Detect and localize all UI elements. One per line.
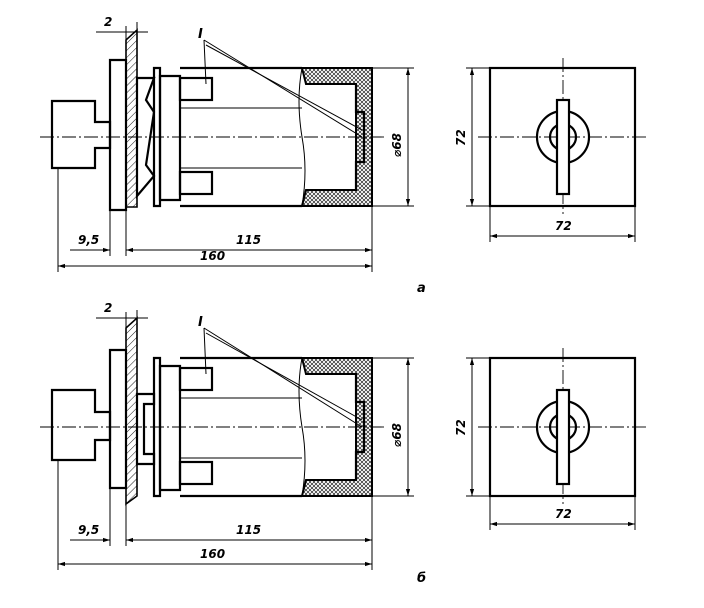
- callout-leader-a: [203, 39, 363, 138]
- dim-front-height-b: 72: [454, 419, 468, 436]
- caption-b: б: [417, 571, 426, 586]
- cover-inner-a: [354, 84, 366, 190]
- adapter-a: [135, 76, 156, 199]
- dim-plate-a: 2: [104, 15, 112, 29]
- panel-a: [108, 58, 128, 212]
- dim-body-b: 115: [236, 523, 261, 537]
- body-inner-a: [180, 107, 302, 169]
- dim-plate-b: 2: [104, 301, 112, 315]
- callout-b: I: [198, 315, 203, 330]
- contact-bottom-a: [178, 170, 214, 196]
- front-handle-b: [555, 388, 571, 486]
- knob-a: [50, 99, 112, 170]
- view-a: I 2 9,5 115 160 ⌀68: [40, 15, 646, 296]
- contact-bottom-b: [178, 460, 214, 486]
- body-ring-b: [158, 364, 182, 492]
- flange-a: [125, 28, 138, 208]
- callout-leader2-a: [205, 44, 363, 131]
- side-view-a: I 2 9,5 115 160 ⌀68: [40, 15, 414, 272]
- dim-front-height-a: 72: [454, 129, 468, 146]
- callout-a: I: [198, 27, 203, 42]
- front-handle-a: [555, 98, 571, 196]
- dim-knob-a: 9,5: [78, 233, 99, 247]
- dim-knob-b: 9,5: [78, 523, 99, 537]
- knob-b: [50, 388, 112, 462]
- body-ring-a: [158, 74, 182, 202]
- contact-top-a: [178, 76, 214, 102]
- dim-front-width-a: 72: [555, 219, 572, 233]
- dim-body-a: 115: [236, 233, 261, 247]
- dim-front-width-b: 72: [555, 507, 572, 521]
- side-view-b: I 2 9,5 115 160 ⌀68: [40, 301, 414, 570]
- view-b: I 2 9,5 115 160 ⌀68: [40, 301, 646, 586]
- flange-b: [125, 316, 138, 506]
- front-view-a: 72 72: [454, 58, 646, 242]
- dim-diameter-a: ⌀68: [390, 133, 404, 157]
- front-view-b: 72 72: [454, 348, 646, 530]
- dim-diameter-b: ⌀68: [390, 423, 404, 447]
- caption-a: а: [417, 281, 426, 296]
- body-flange-a: [152, 66, 162, 208]
- contact-top-b: [178, 366, 214, 392]
- break-line-a: [298, 67, 306, 207]
- dim-total-b: 160: [200, 547, 225, 561]
- adapter-b: [135, 392, 156, 466]
- dim-total-a: 160: [200, 249, 225, 263]
- panel-b: [108, 348, 128, 490]
